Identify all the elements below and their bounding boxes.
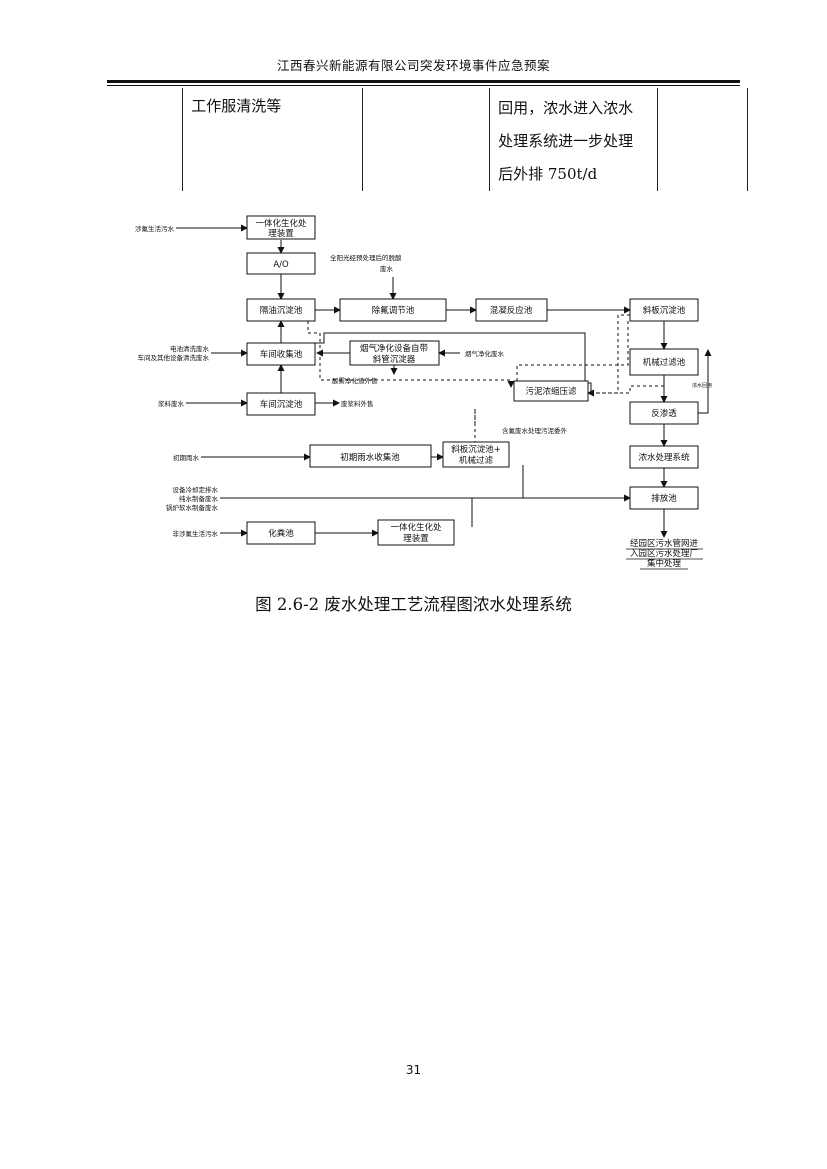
final-destination-line1: 经园区污水管网进 — [630, 538, 699, 549]
label-pretreated-fluoride-line1: 全阳光经预处理后的脱酸 — [330, 253, 402, 262]
label-waste-slurry-sold: 废浆料外售 — [341, 399, 374, 408]
box-fluoride-removal: 除氟调节池 — [372, 305, 415, 316]
box-ro: 反渗透 — [651, 408, 677, 419]
continuation-table: 工作服清洗等 回用，浓水进入浓水 处理系统进一步处理 后外排 750t/d — [107, 88, 749, 191]
treatment-line: 回用，浓水进入浓水 — [498, 99, 634, 117]
header-rule — [107, 80, 740, 83]
box-workshop-sedimentation: 车间沉淀池 — [260, 399, 303, 410]
table-cell-source: 工作服清洗等 — [182, 88, 362, 191]
label-src-cooling: 设备冷却定排水 — [173, 485, 219, 494]
box-ao: A/O — [273, 260, 289, 270]
table-cell-empty — [656, 88, 749, 191]
box-integrated-bio-1-line1: 一体化生化处 — [255, 218, 307, 229]
final-destination-line2: 入园区污水处理厂 — [630, 548, 698, 559]
wastewater-flow-diagram: 一体化生化处 理装置 A/O 隔油沉淀池 除氟调节池 混凝反应池 斜板沉淀池 车… — [135, 215, 712, 570]
label-water-reuse: 浓水回用 — [692, 382, 712, 389]
flow-lines — [176, 224, 712, 538]
label-pretreated-fluoride-line2: 废水 — [380, 264, 394, 273]
box-integrated-bio-2-line1: 一体化生化处 — [390, 522, 442, 533]
label-src-initial-rain: 初期雨水 — [173, 453, 200, 462]
page-number: 31 — [405, 1063, 422, 1077]
box-integrated-bio-2-line2: 理装置 — [403, 533, 429, 544]
box-coag-reaction: 混凝反应池 — [490, 305, 533, 316]
box-inclined-plate: 斜板沉淀池 — [643, 305, 686, 316]
treatment-line: 后外排 750t/d — [498, 165, 598, 183]
table-cell-empty — [361, 88, 490, 191]
table-row: 工作服清洗等 回用，浓水进入浓水 处理系统进一步处理 后外排 750t/d — [107, 88, 749, 191]
header-title: 江西春兴新能源有限公司突发环境事件应急预案 — [276, 58, 550, 73]
header-rule-thin — [107, 85, 740, 86]
destination-underlines — [626, 548, 703, 570]
box-initial-rain-collection: 初期雨水收集池 — [340, 452, 400, 463]
label-src-slurry: 浆料废水 — [158, 399, 185, 408]
box-inclined-mech-line2: 机械过滤 — [459, 455, 494, 466]
label-acid-mist-sludge: 酸雾净化渣外售 — [332, 376, 378, 385]
table-cell-empty — [107, 88, 183, 191]
label-src-nonfluoride-domestic: 非涉氟生活污水 — [173, 529, 219, 538]
process-boxes — [246, 215, 699, 546]
label-fluoride-sludge-disposal: 含氟废水处理污泥委外 — [502, 426, 568, 435]
label-fume-wastewater: 烟气净化废水 — [465, 349, 505, 358]
label-src-electrode-wash: 电池清洗废水 — [170, 344, 210, 353]
box-labels: 一体化生化处 理装置 A/O 隔油沉淀池 除氟调节池 混凝反应池 斜板沉淀池 车… — [255, 218, 698, 569]
label-src-boiler: 锅炉软水制备废水 — [166, 503, 219, 512]
table-cell-treatment: 回用，浓水进入浓水 处理系统进一步处理 后外排 750t/d — [489, 88, 658, 191]
box-mechanical-filter: 机械过滤池 — [643, 357, 686, 368]
box-fume-purification-line1: 烟气净化设备自带 — [360, 343, 429, 354]
sludge-lines — [307, 314, 664, 456]
box-concentrate-system: 浓水处理系统 — [638, 452, 690, 463]
treatment-line: 处理系统进一步处理 — [498, 132, 634, 150]
label-src-domestic-fluoride: 涉氟生活污水 — [135, 224, 175, 233]
box-discharge-pool: 排放池 — [651, 493, 677, 504]
box-septic-tank: 化粪池 — [268, 528, 294, 539]
box-grease-sedimentation: 隔油沉淀池 — [260, 305, 303, 316]
box-integrated-bio-1-line2: 理装置 — [268, 228, 294, 239]
box-fume-purification-line2: 斜管沉淀器 — [373, 354, 416, 365]
figure-caption: 图 2.6-2 废水处理工艺流程图浓水处理系统 — [255, 595, 572, 614]
box-inclined-mech-line1: 斜板沉淀池+ — [451, 444, 501, 455]
label-src-pure-water: 纯水制备废水 — [179, 494, 219, 503]
label-src-other-equipment: 车间及其他设备清洗废水 — [138, 353, 210, 362]
flow-labels: 涉氟生活污水 全阳光经预处理后的脱酸 废水 电池清洗废水 车间及其他设备清洗废水… — [135, 224, 712, 538]
final-destination-line3: 集中处理 — [647, 558, 682, 569]
box-workshop-collection: 车间收集池 — [260, 349, 303, 360]
box-sludge-press: 污泥浓缩压滤 — [525, 386, 577, 397]
